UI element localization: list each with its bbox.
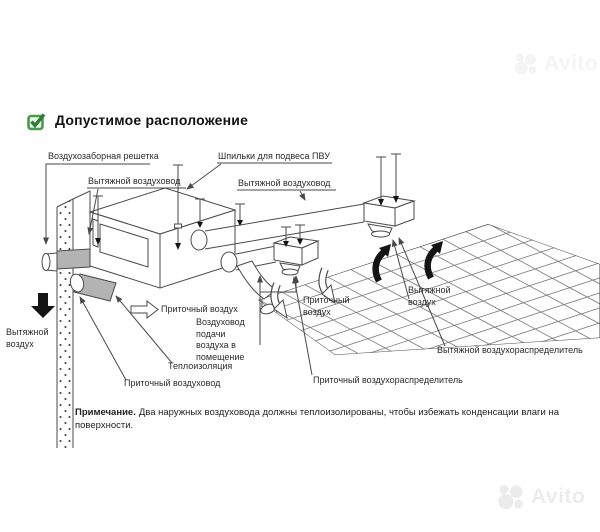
airflow-arrows [270, 241, 443, 320]
label-supply-air-ceiling: Приточный воздух [303, 295, 350, 317]
label-exhaust-distributor: Вытяжной воздухораспределитель [437, 345, 583, 355]
label-pvu-studs: Шпильки для подвеса ПВУ [218, 151, 330, 161]
pvu-unit [88, 187, 237, 289]
note-heading: Примечание. [75, 407, 136, 418]
exhaust-diffuser-box [362, 153, 416, 238]
label-exhaust-duct-right: Вытяжной воздуховод [238, 178, 331, 188]
leader-lines [43, 162, 446, 381]
page-title: Допустимое расположение [55, 112, 249, 128]
label-insulation: Теплоизоляция [168, 361, 233, 371]
check-icon [27, 113, 46, 131]
watermark-text: Avito [531, 485, 586, 508]
room-supply-elbow [236, 260, 277, 315]
title-section: Допустимое расположение [27, 112, 248, 131]
label-supply-air-side: Приточный воздух [161, 304, 238, 314]
avito-logo-icon [515, 53, 537, 75]
note-text: Два наружных воздуховода должны теплоизо… [75, 407, 559, 431]
label-supply-duct: Приточный воздуховод [124, 378, 221, 388]
label-exhaust-duct-left: Вытяжной воздуховод [88, 176, 181, 186]
label-exhaust-air-ceiling: Вытяжной воздух [408, 285, 451, 307]
exhaust-air-block-arrow [31, 293, 55, 318]
ducts [190, 203, 365, 273]
watermark-text: Avito [544, 52, 599, 75]
outdoor-duct-stubs [41, 248, 117, 302]
hanging-studs [93, 164, 245, 250]
avito-logo-icon [498, 484, 524, 510]
label-air-intake-grille: Воздухозаборная решетка [48, 151, 159, 161]
label-supply-distributor: Приточный воздухораспределитель [313, 375, 463, 385]
supply-diffuser-box [272, 224, 320, 276]
label-room-supply-duct: Воздуховод подачи воздуха в помещение [196, 317, 245, 363]
note: Примечание.Два наружных воздуховода долж… [75, 407, 587, 433]
supply-air-block-arrow [130, 299, 159, 320]
watermark-top: Avito [514, 52, 598, 76]
watermark-bottom: Avito [497, 483, 585, 511]
label-exhaust-air-side: Вытяжной воздух [6, 327, 49, 349]
